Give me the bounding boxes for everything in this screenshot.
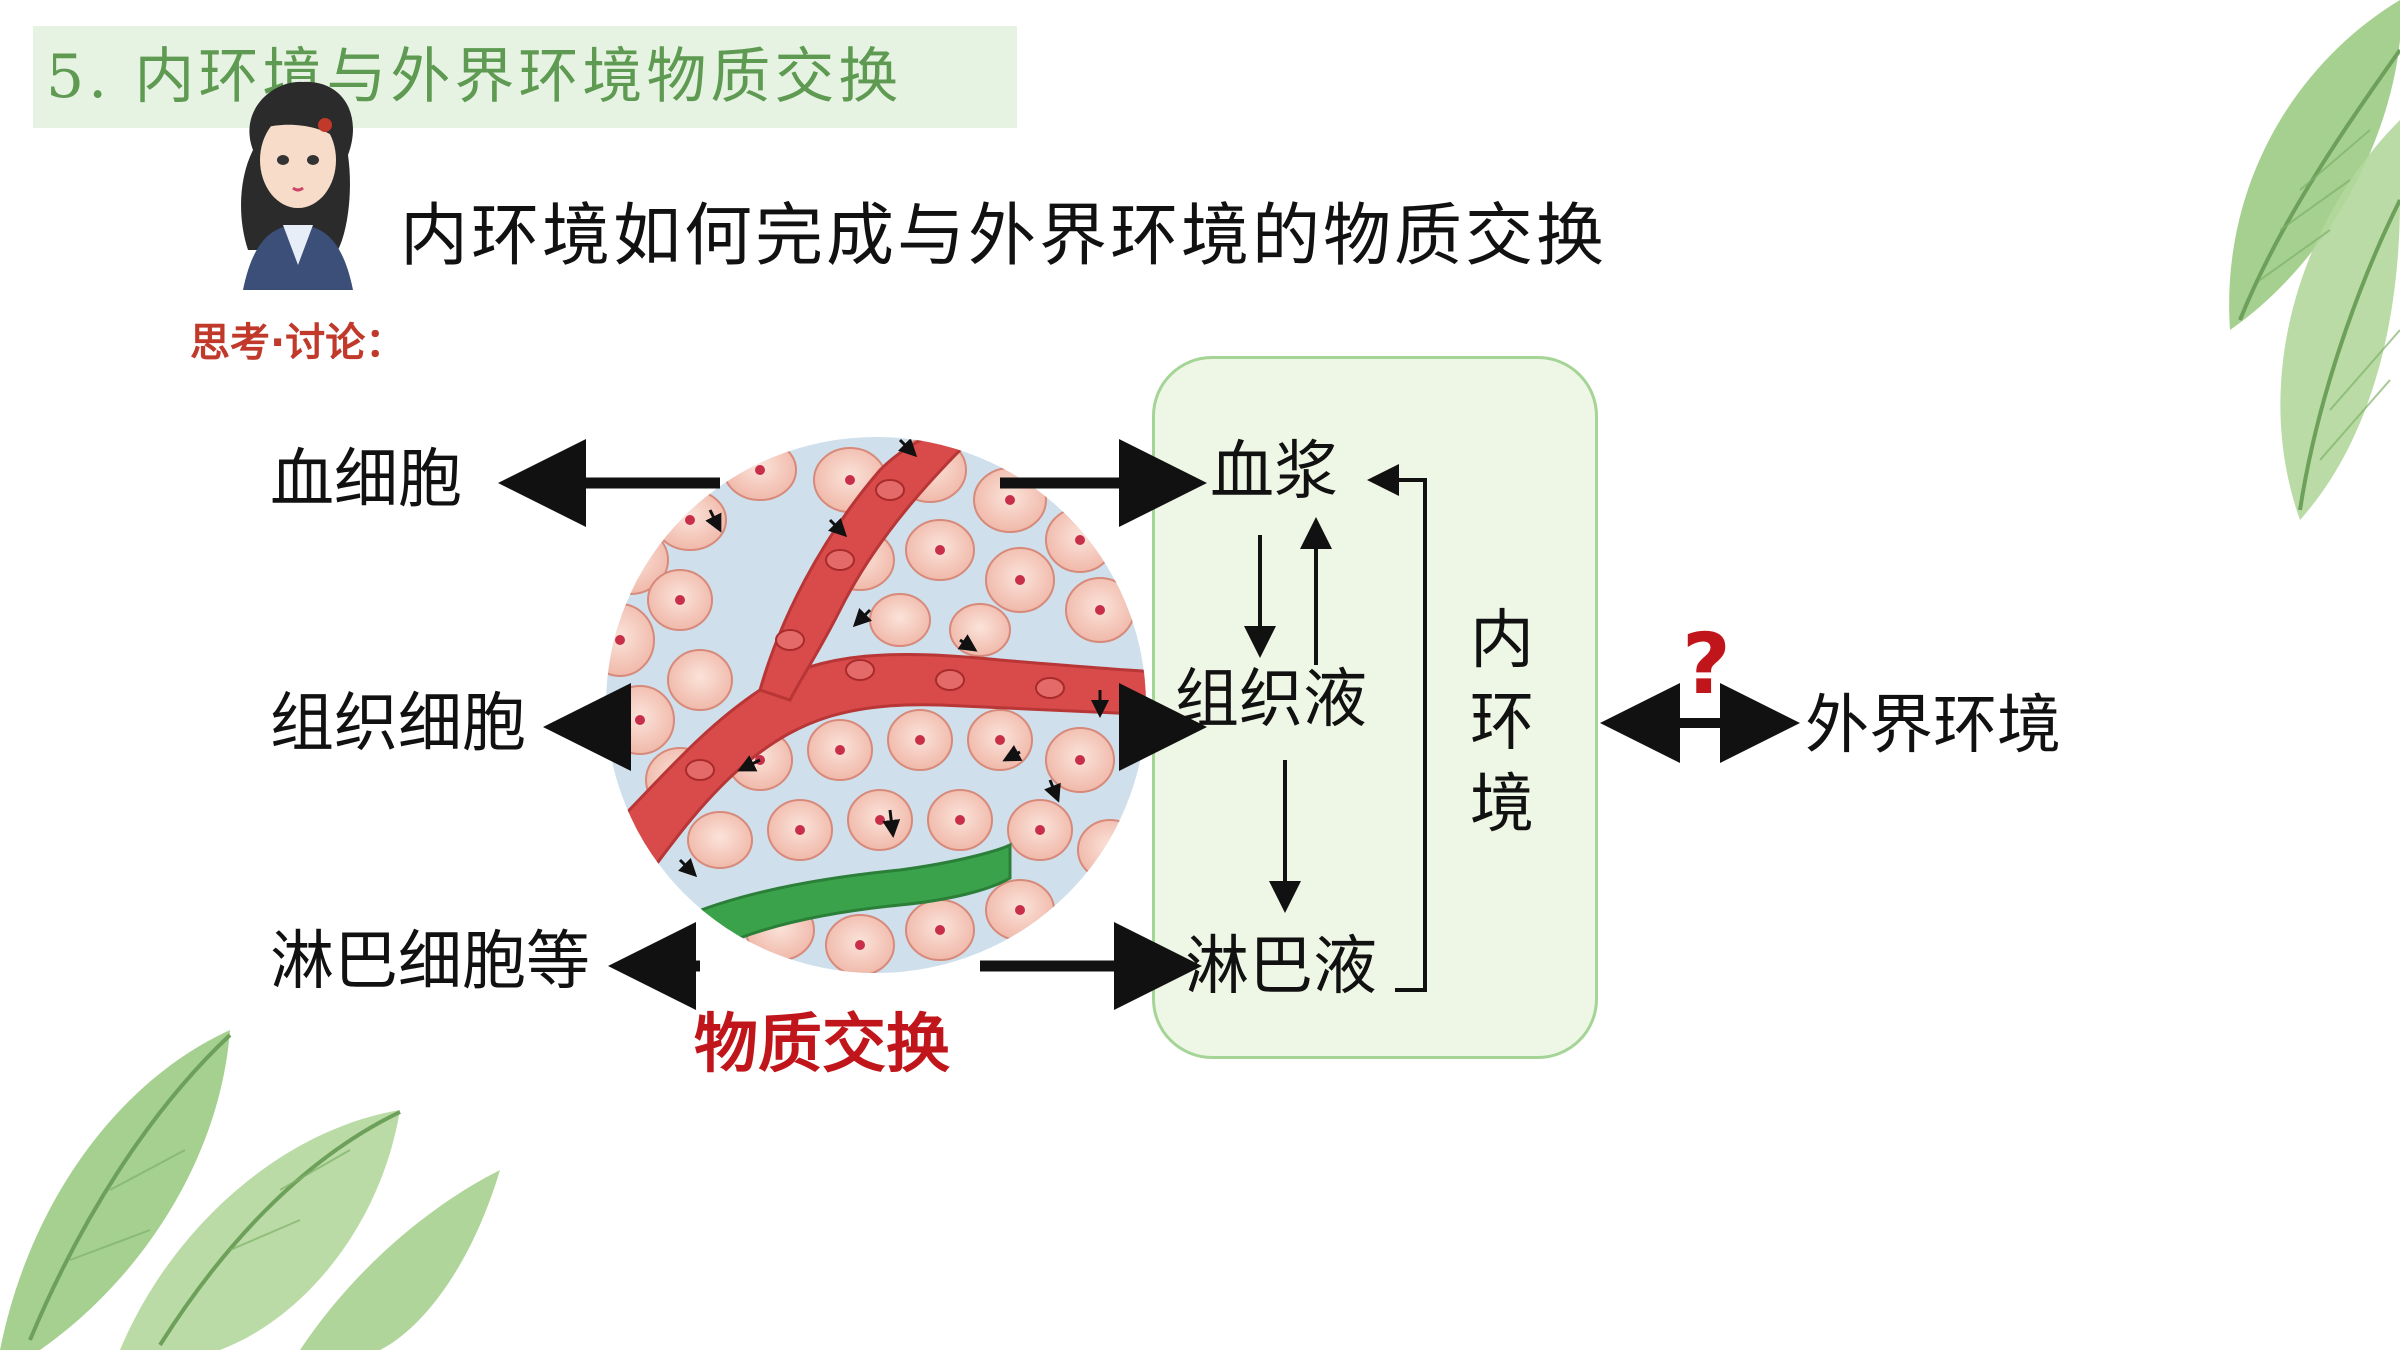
label-external-environment: 外界环境 xyxy=(1805,689,2061,763)
fluid-flow-arrows xyxy=(1244,464,1427,992)
label-lymph: 淋巴液 xyxy=(1185,930,1377,1004)
label-tissue-cells: 组织细胞 xyxy=(270,687,526,761)
label-plasma: 血浆 xyxy=(1210,435,1338,509)
internal-environment-label: 内 环 境 xyxy=(1470,600,1534,846)
label-lymph-cells: 淋巴细胞等 xyxy=(270,925,590,999)
exchange-arrows xyxy=(498,439,1207,1010)
internal-environment-char-3: 境 xyxy=(1470,768,1534,842)
label-tissue-fluid: 组织液 xyxy=(1175,663,1367,737)
tissue-illustration xyxy=(606,437,1146,973)
title-bar xyxy=(33,26,1017,128)
question-mark: ? xyxy=(1682,615,1731,713)
main-question: 内环境如何完成与外界环境的物质交换 xyxy=(400,197,1608,276)
discussion-label: 思考·讨论： xyxy=(190,320,406,366)
slide-title: 5. 内环境与外界环境物质交换 xyxy=(46,42,903,112)
leaf-decoration-top-right xyxy=(2229,0,2400,520)
internal-environment-char-2: 环 xyxy=(1470,686,1534,760)
label-blood-cells: 血细胞 xyxy=(270,443,462,517)
leaf-decoration-bottom-left xyxy=(0,1030,500,1350)
arrow-lymph-to-plasma xyxy=(1367,464,1427,992)
internal-environment-char-1: 内 xyxy=(1470,604,1534,678)
label-material-exchange: 物质交换 xyxy=(694,1008,950,1082)
